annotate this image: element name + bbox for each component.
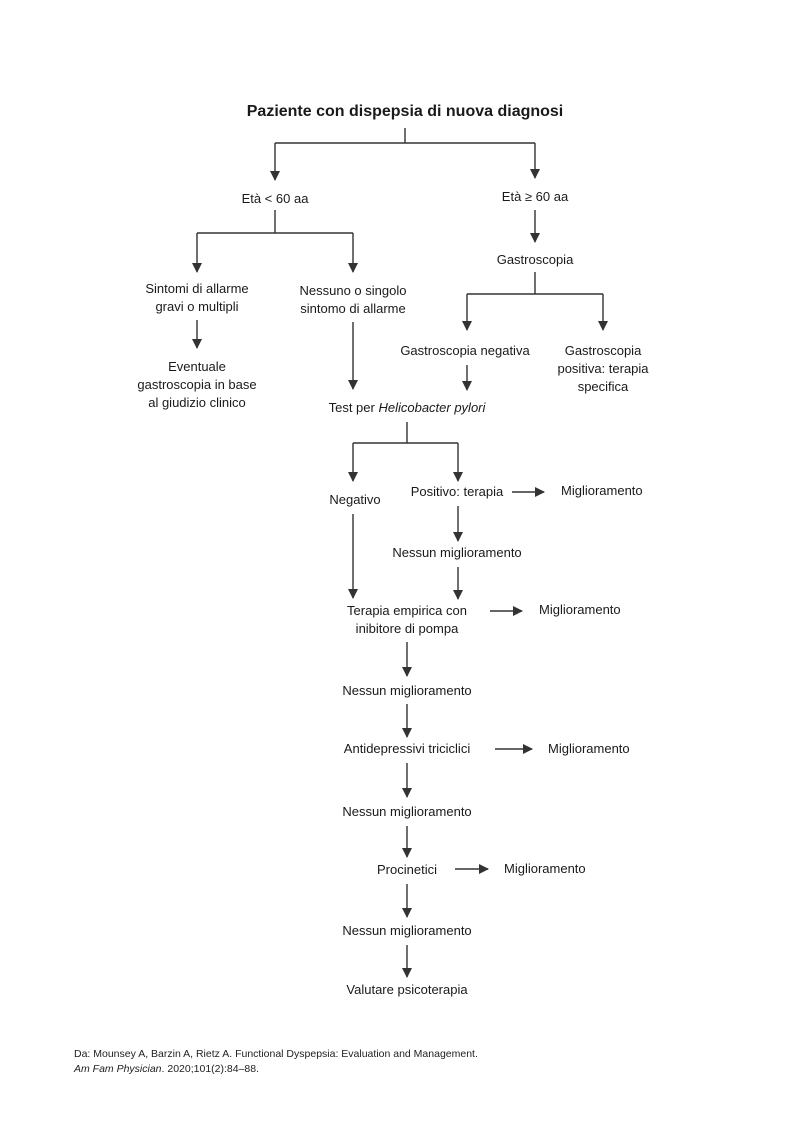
node-prokinetics: Procinetici xyxy=(377,862,437,877)
node-negative: Negativo xyxy=(329,492,381,507)
node-gastro-positive-line2: positiva: terapia xyxy=(557,361,649,376)
node-gastro-negative: Gastroscopia negativa xyxy=(400,343,530,358)
reference-line-1: Da: Mounsey A, Barzin A, Rietz A. Functi… xyxy=(74,1048,478,1060)
node-ppi-therapy: Terapia empirica con inibitore di pompa xyxy=(347,602,467,638)
node-improvement-1: Miglioramento xyxy=(561,483,643,498)
node-eventual-line3: al giudizio clinico xyxy=(148,395,246,410)
node-alarm-severe: Sintomi di allarme gravi o multipli xyxy=(145,280,248,316)
node-no-improvement-4: Nessun miglioramento xyxy=(342,923,472,938)
node-hp-test: Test per Helicobacter pylori xyxy=(329,399,486,417)
diagram-title: Paziente con dispepsia di nuova diagnosi xyxy=(246,103,564,120)
node-eventual-line2: gastroscopia in base xyxy=(137,377,257,392)
node-ppi-line1: Terapia empirica con xyxy=(347,603,467,618)
node-ppi-line2: inibitore di pompa xyxy=(355,621,459,636)
node-no-improvement-3: Nessun miglioramento xyxy=(342,804,472,819)
node-alarm-severe-line1: Sintomi di allarme xyxy=(145,281,249,296)
node-hp-test-organism: Helicobacter pylori xyxy=(378,400,486,415)
node-gastroscopy: Gastroscopia xyxy=(496,252,574,267)
reference-line-2: Am Fam Physician. 2020;101(2):84–88. xyxy=(74,1062,259,1077)
node-eventual-line1: Eventuale xyxy=(168,359,226,374)
node-positive-therapy: Positivo: terapia xyxy=(410,484,504,499)
node-tricyclics: Antidepressivi triciclici xyxy=(343,741,471,756)
node-gastro-positive-line3: specifica xyxy=(577,379,629,394)
node-improvement-4: Miglioramento xyxy=(504,861,586,876)
node-alarm-severe-line2: gravi o multipli xyxy=(155,299,239,314)
node-alarm-none-line1: Nessuno o singolo xyxy=(299,283,407,298)
node-psychotherapy: Valutare psicoterapia xyxy=(346,982,468,997)
node-age-over-60: Età ≥ 60 aa xyxy=(501,189,569,204)
node-alarm-none-line2: sintomo di allarme xyxy=(300,301,406,316)
node-gastro-positive: Gastroscopia positiva: terapia specifica xyxy=(557,342,648,396)
node-no-improvement-2: Nessun miglioramento xyxy=(342,683,472,698)
reference-citation: . 2020;101(2):84–88. xyxy=(161,1063,260,1075)
node-improvement-2: Miglioramento xyxy=(539,602,621,617)
node-alarm-none: Nessuno o singolo sintomo di allarme xyxy=(300,282,407,318)
node-gastro-positive-line1: Gastroscopia xyxy=(564,343,642,358)
reference-journal: Am Fam Physician xyxy=(74,1063,162,1075)
node-eventual-gastroscopy: Eventuale gastroscopia in base al giudiz… xyxy=(137,358,256,412)
node-improvement-3: Miglioramento xyxy=(548,741,630,756)
node-no-improvement-1: Nessun miglioramento xyxy=(392,545,522,560)
node-hp-test-prefix: Test per xyxy=(328,400,379,415)
node-age-under-60: Età < 60 aa xyxy=(241,191,309,206)
